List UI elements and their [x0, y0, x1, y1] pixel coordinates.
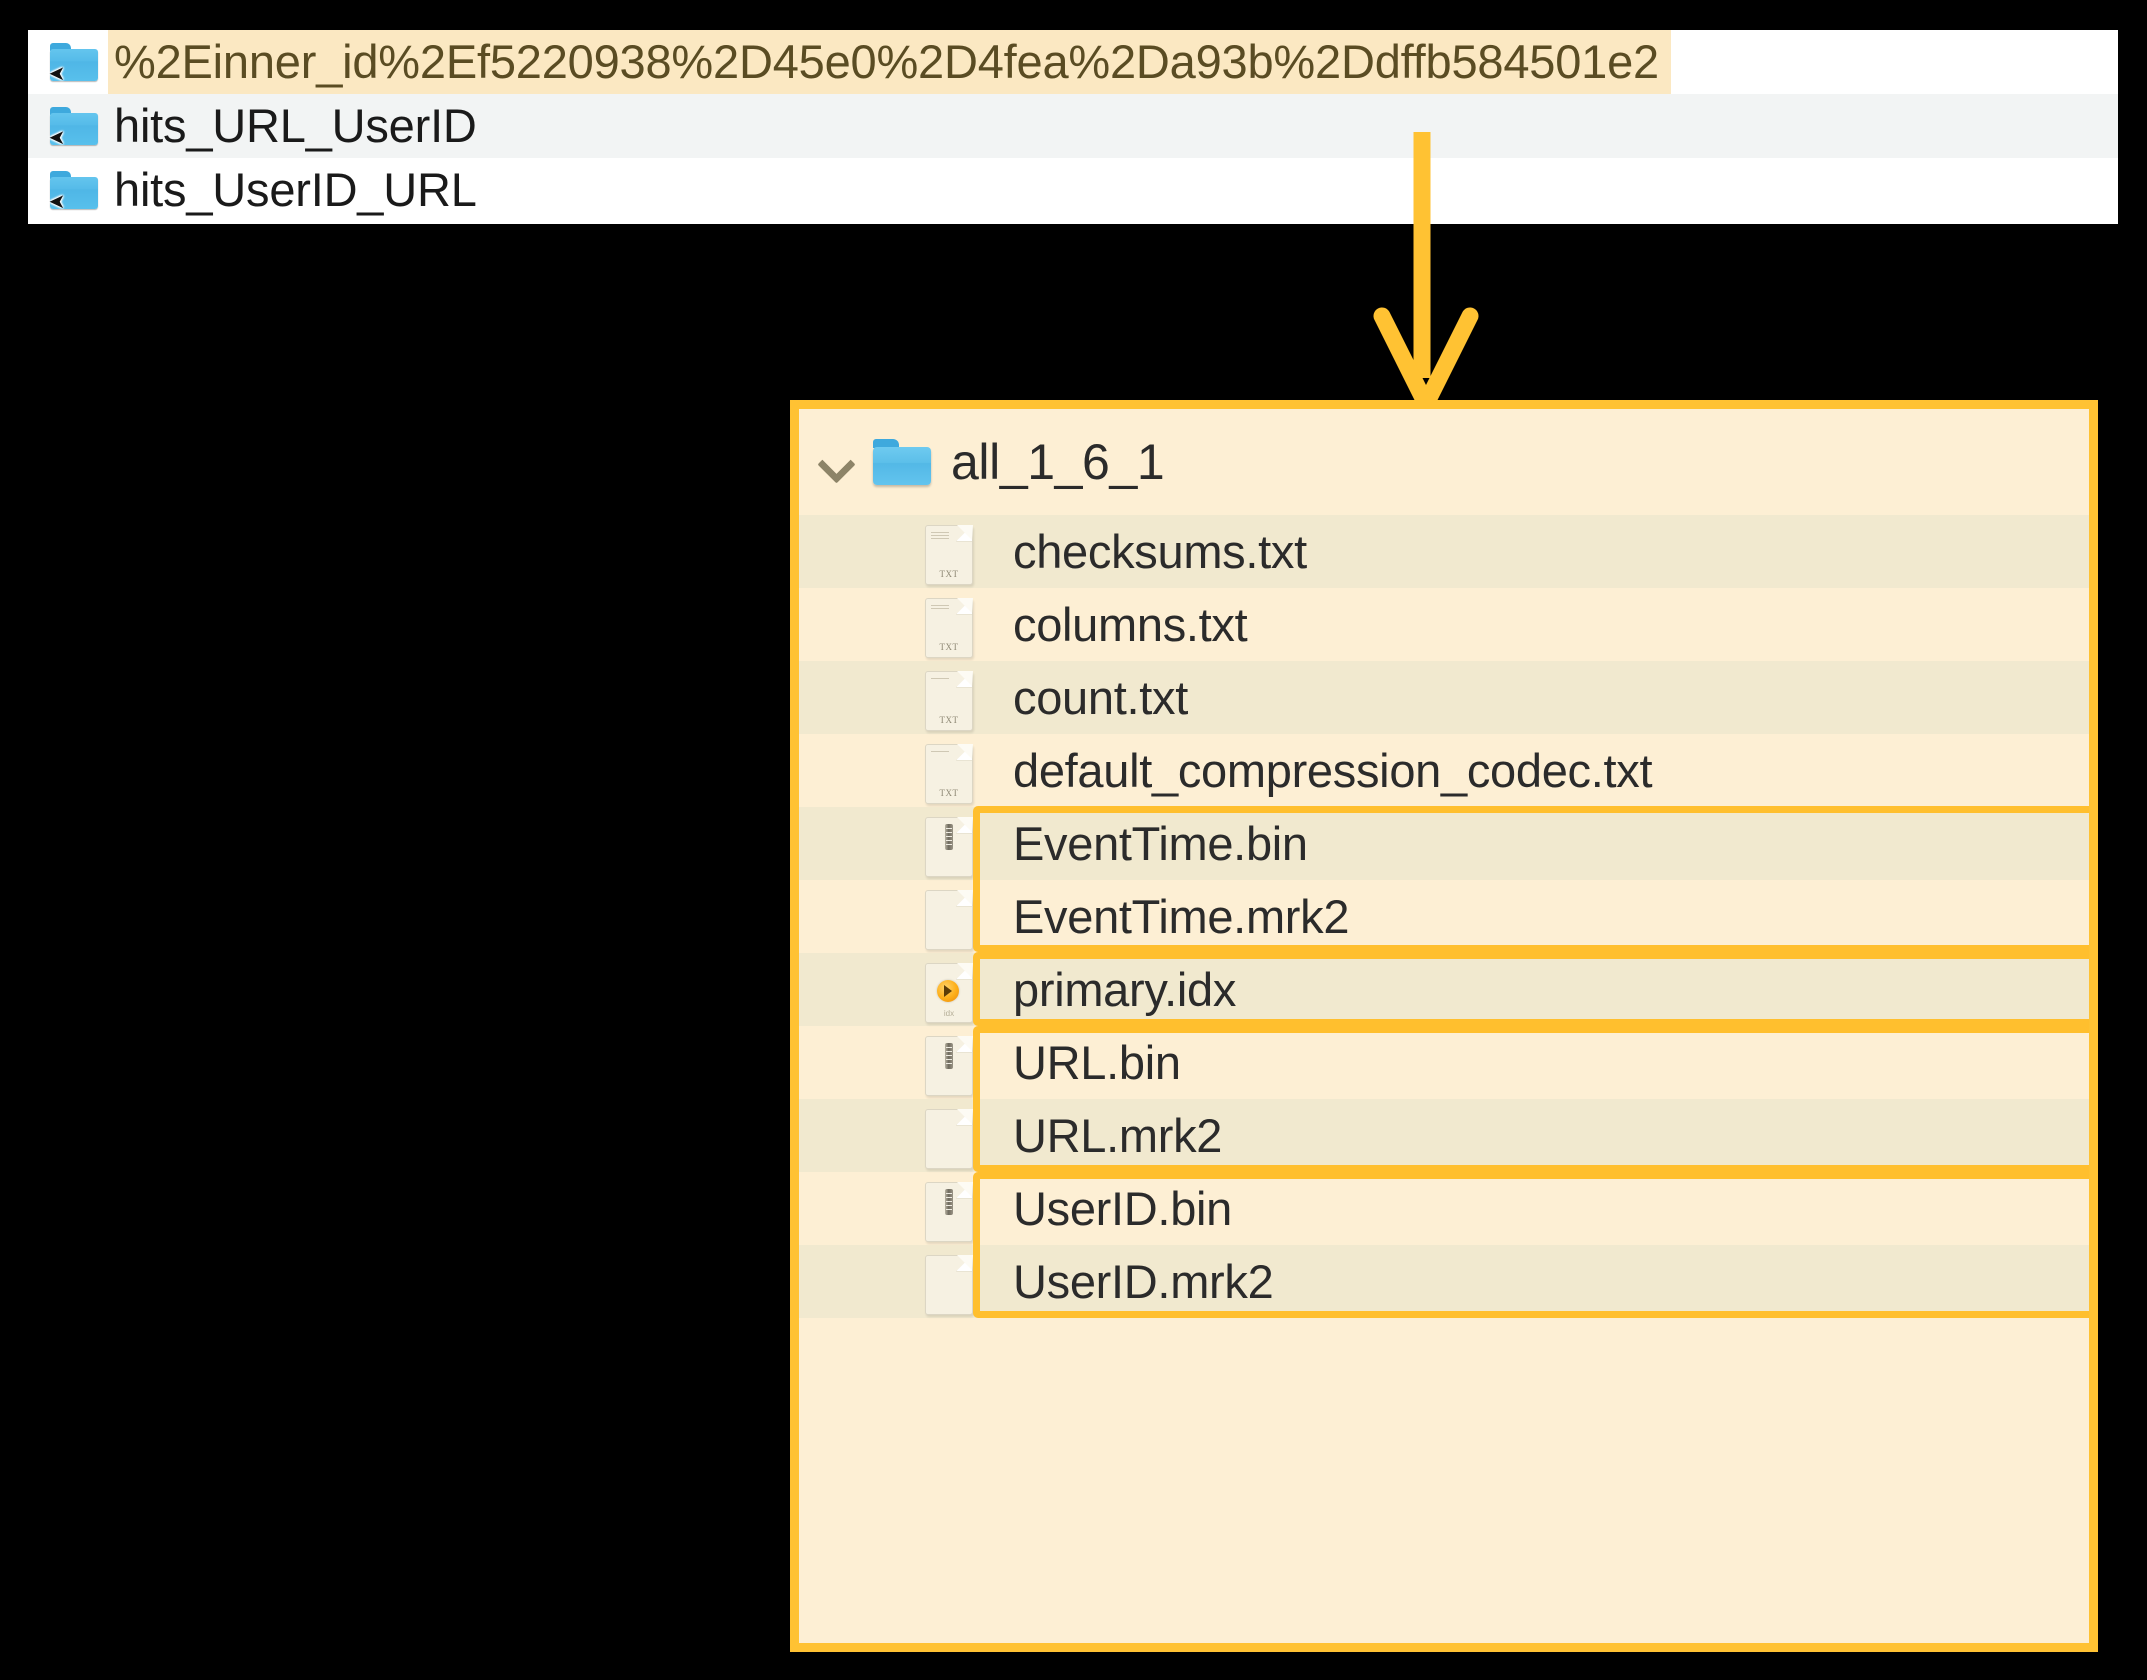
- tree-root-row[interactable]: all_1_6_1: [799, 409, 2089, 515]
- file-name-label: EventTime.bin: [1013, 817, 1308, 870]
- list-item[interactable]: idx primary.idx: [799, 953, 2089, 1026]
- list-item[interactable]: TXT columns.txt: [799, 588, 2089, 661]
- folder-symlink-icon: ➤: [46, 37, 102, 87]
- file-name-label: columns.txt: [1013, 598, 1248, 651]
- bin-file-icon: [917, 1178, 979, 1242]
- list-item[interactable]: TXT default_compression_codec.txt: [799, 734, 2089, 807]
- root-folder-label: all_1_6_1: [951, 434, 1165, 490]
- file-name-label: URL.bin: [1013, 1036, 1181, 1089]
- file-name-label: default_compression_codec.txt: [1013, 744, 1653, 797]
- list-item[interactable]: TXT count.txt: [799, 661, 2089, 734]
- folder-name-label: hits_UserID_URL: [114, 163, 477, 216]
- file-name-label: checksums.txt: [1013, 525, 1307, 578]
- list-item[interactable]: ➤ hits_URL_UserID: [28, 94, 2118, 158]
- bin-file-icon: [917, 1032, 979, 1096]
- list-item[interactable]: ➤ %2Einner_id%2Ef5220938%2D45e0%2D4fea%2…: [28, 30, 2118, 94]
- list-item[interactable]: UserID.bin: [799, 1172, 2089, 1245]
- list-item[interactable]: TXT checksums.txt: [799, 515, 2089, 588]
- folder-symlink-icon: ➤: [46, 165, 102, 215]
- list-item[interactable]: ➤ hits_UserID_URL: [28, 158, 2118, 222]
- file-name-label: URL.mrk2: [1013, 1109, 1223, 1162]
- file-name-label: UserID.bin: [1013, 1182, 1233, 1235]
- file-name-label: UserID.mrk2: [1013, 1255, 1274, 1308]
- list-item[interactable]: UserID.mrk2: [799, 1245, 2089, 1318]
- folder-icon: [871, 437, 933, 487]
- file-name-label: count.txt: [1013, 671, 1188, 724]
- txt-file-icon: TXT: [917, 594, 979, 658]
- txt-file-icon: TXT: [917, 740, 979, 804]
- list-item[interactable]: URL.bin: [799, 1026, 2089, 1099]
- blank-file-icon: [917, 1251, 979, 1315]
- idx-file-icon: idx: [917, 959, 979, 1023]
- bin-file-icon: [917, 813, 979, 877]
- folder-symlink-icon: ➤: [46, 101, 102, 151]
- symlink-folder-list[interactable]: ➤ %2Einner_id%2Ef5220938%2D45e0%2D4fea%2…: [28, 30, 2118, 224]
- file-name-label: EventTime.mrk2: [1013, 890, 1350, 943]
- list-item[interactable]: EventTime.bin: [799, 807, 2089, 880]
- folder-name-label: %2Einner_id%2Ef5220938%2D45e0%2D4fea%2Da…: [108, 30, 1671, 94]
- list-item[interactable]: URL.mrk2: [799, 1099, 2089, 1172]
- chevron-down-icon[interactable]: [815, 441, 857, 483]
- blank-file-icon: [917, 1105, 979, 1169]
- folder-name-label: hits_URL_UserID: [114, 99, 477, 152]
- blank-file-icon: [917, 886, 979, 950]
- part-directory-listing[interactable]: all_1_6_1 TXT checksums.txt TXT columns.…: [790, 400, 2098, 1652]
- txt-file-icon: TXT: [917, 521, 979, 585]
- txt-file-icon: TXT: [917, 667, 979, 731]
- file-name-label: primary.idx: [1013, 963, 1237, 1016]
- list-item[interactable]: EventTime.mrk2: [799, 880, 2089, 953]
